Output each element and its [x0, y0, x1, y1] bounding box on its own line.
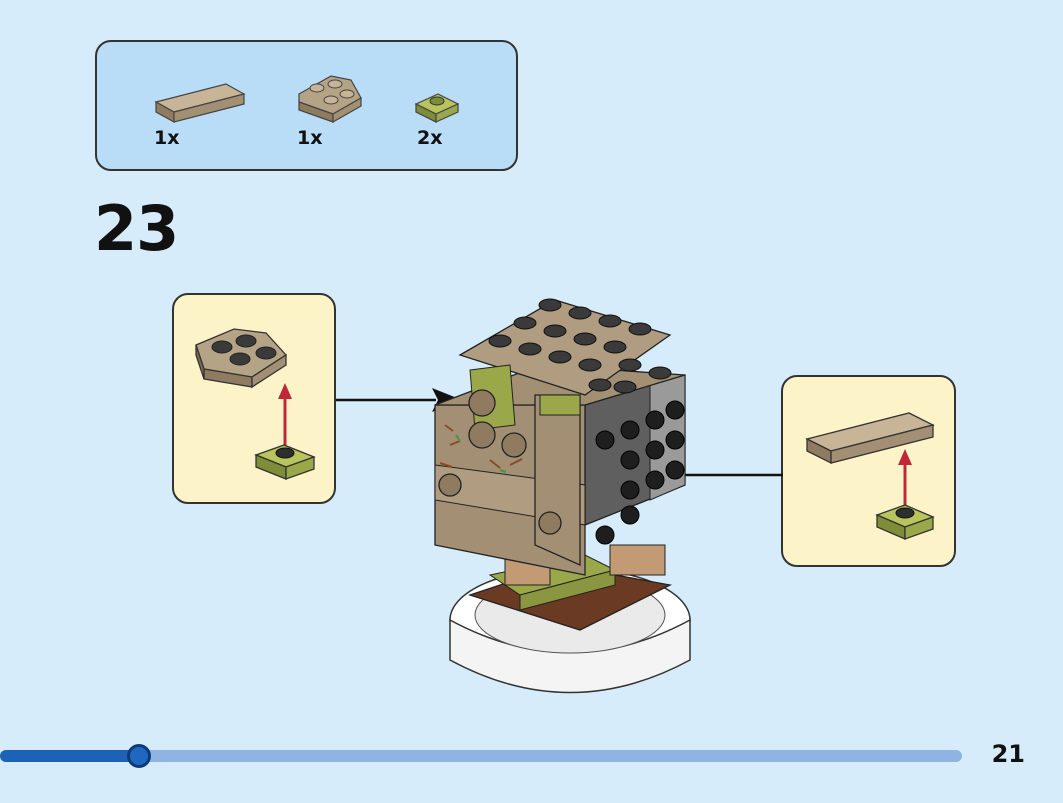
wedge-plate-part-icon	[298, 75, 362, 124]
round-plate-part-icon	[414, 93, 460, 123]
part-quantity-3: 2x	[417, 127, 443, 149]
part-quantity-1: 1x	[154, 127, 180, 149]
progress-knob	[127, 744, 152, 768]
tile-part-icon	[154, 83, 246, 124]
parts-list-box: 1x 1x 2x	[95, 40, 518, 171]
callout-left	[172, 293, 336, 504]
callout-right-diagram	[805, 412, 935, 540]
model-illustration	[434, 298, 691, 694]
callout-right	[781, 375, 956, 567]
part-quantity-2: 1x	[297, 127, 323, 149]
progress-fill	[0, 750, 140, 762]
step-number: 23	[94, 192, 179, 265]
progress-bar	[0, 744, 962, 768]
callout-left-diagram	[195, 328, 316, 480]
page-number: 21	[991, 740, 1025, 768]
